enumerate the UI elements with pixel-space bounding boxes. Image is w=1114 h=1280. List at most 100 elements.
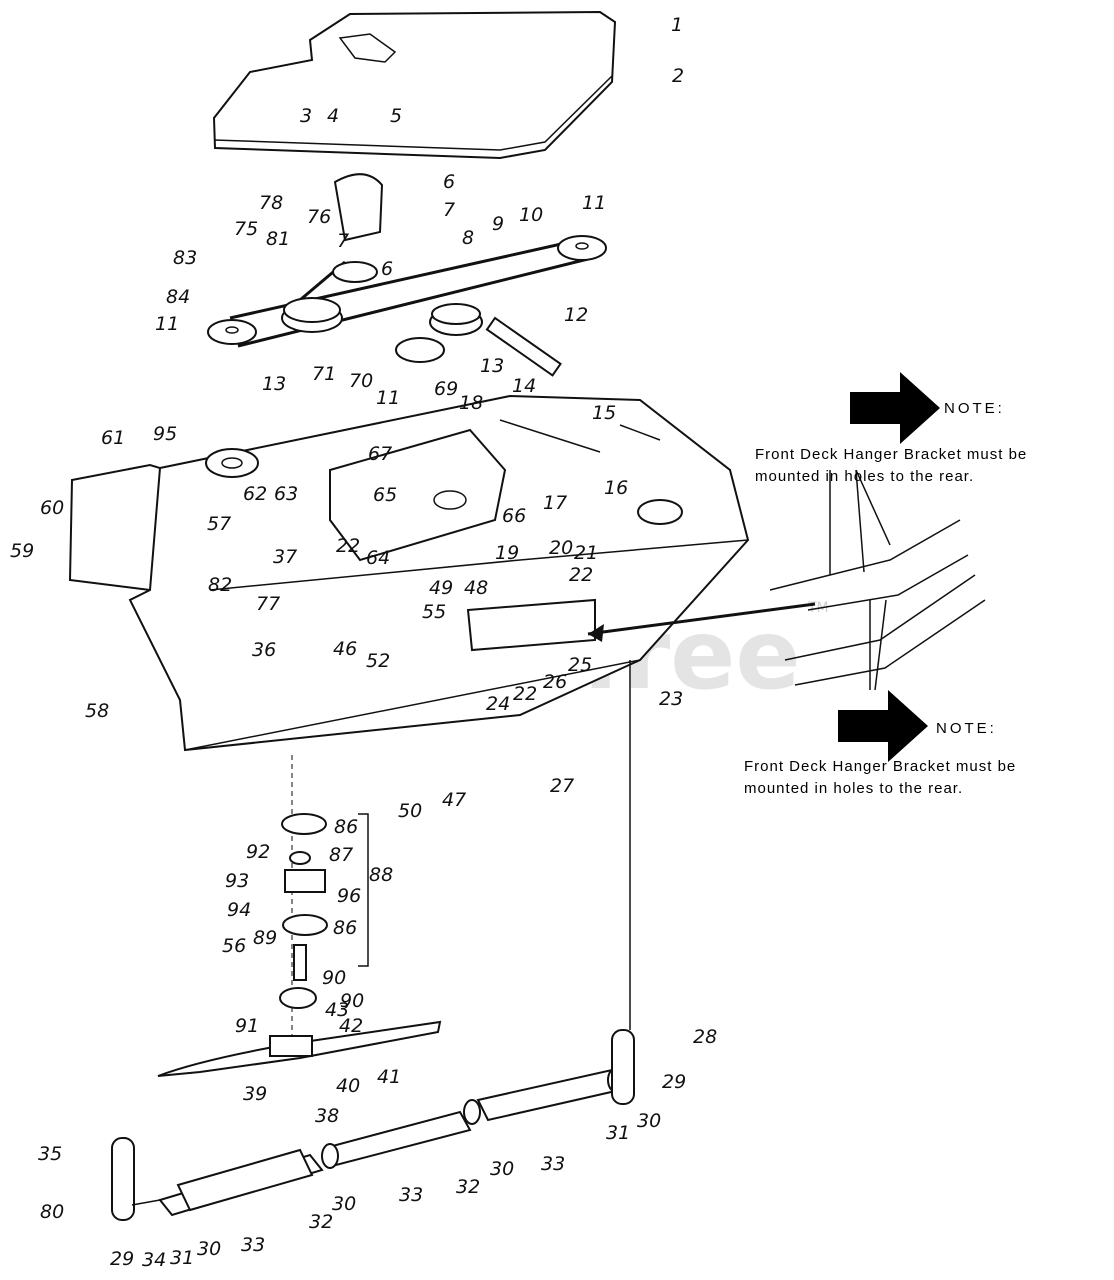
note-arrow-icon (838, 690, 928, 762)
callout: 76 (307, 206, 331, 228)
callout: 70 (349, 370, 373, 392)
callout: 35 (38, 1143, 62, 1165)
callout: 16 (604, 477, 628, 499)
callout: 78 (259, 192, 283, 214)
callout: 92 (246, 841, 270, 863)
callout: 11 (582, 192, 606, 214)
callout: 25 (568, 654, 592, 676)
callout: 57 (207, 513, 231, 535)
note-arrow-icon (850, 372, 940, 444)
callout: 39 (243, 1083, 267, 1105)
callout: 30 (332, 1193, 356, 1215)
callout: 7 (443, 199, 455, 221)
callout: 90 (322, 967, 346, 989)
callout: 60 (40, 497, 64, 519)
callout: 81 (266, 228, 290, 250)
callout: 95 (153, 423, 177, 445)
callout: 65 (373, 484, 397, 506)
callout: 66 (502, 505, 526, 527)
callout: 6 (443, 171, 455, 193)
callout: 63 (274, 483, 298, 505)
callout: 83 (173, 247, 197, 269)
callout: 22 (569, 564, 593, 586)
callout: 56 (222, 935, 246, 957)
callout: 30 (197, 1238, 221, 1260)
note-2-line-1: Front Deck Hanger Bracket must be (744, 758, 1016, 775)
callout: 27 (550, 775, 574, 797)
callout: 26 (543, 671, 567, 693)
callout: 33 (241, 1234, 265, 1256)
callout: 13 (262, 373, 286, 395)
callout: 18 (459, 392, 483, 414)
note-1-line-2: mounted in holes to the rear. (755, 468, 974, 485)
note-1-line-1: Front Deck Hanger Bracket must be (755, 446, 1027, 463)
inset-detail (587, 372, 986, 762)
callout: 4 (327, 105, 339, 127)
callout: 61 (101, 427, 125, 449)
callout: 11 (376, 387, 400, 409)
callout: 3 (300, 105, 312, 127)
callout: 55 (422, 601, 446, 623)
callout: 32 (456, 1176, 480, 1198)
callout: 86 (334, 816, 358, 838)
callout: 12 (564, 304, 588, 326)
callout: 80 (40, 1201, 64, 1223)
callout: 20 (549, 537, 573, 559)
callout: 58 (85, 700, 109, 722)
callout: 13 (480, 355, 504, 377)
callout: 30 (490, 1158, 514, 1180)
callout: 17 (543, 492, 567, 514)
callout: 59 (10, 540, 34, 562)
deck-cover (212, 10, 617, 160)
callout: 67 (368, 443, 392, 465)
callout: 29 (110, 1248, 134, 1270)
callout: 69 (434, 378, 458, 400)
callout: 11 (155, 313, 179, 335)
blade (157, 1020, 442, 1077)
callout: 77 (256, 593, 280, 615)
callout: 38 (315, 1105, 339, 1127)
callout: 19 (495, 542, 519, 564)
callout: 48 (464, 577, 488, 599)
callout: 21 (574, 542, 598, 564)
note-2-line-2: mounted in holes to the rear. (744, 780, 963, 797)
callout: 22 (336, 535, 360, 557)
callout: 47 (442, 789, 466, 811)
note-2-heading: NOTE: (936, 720, 997, 737)
callout: 93 (225, 870, 249, 892)
callout: 94 (227, 899, 251, 921)
callout: 22 (513, 683, 537, 705)
callout: 36 (252, 639, 276, 661)
callout: 96 (337, 885, 361, 907)
callout: 37 (273, 546, 297, 568)
callout: 8 (462, 227, 474, 249)
callout: 88 (369, 864, 393, 886)
callout: 50 (398, 800, 422, 822)
callout: 32 (309, 1211, 333, 1233)
callout: 49 (429, 577, 453, 599)
callout: 7 (337, 230, 349, 252)
belt-assembly (207, 173, 607, 377)
callout: 30 (637, 1110, 661, 1132)
callout: 15 (592, 402, 616, 424)
callout: 89 (253, 927, 277, 949)
callout: 40 (336, 1075, 360, 1097)
callout: 84 (166, 286, 190, 308)
callout: 52 (366, 650, 390, 672)
callout: 14 (512, 375, 536, 397)
callout: 41 (377, 1066, 401, 1088)
mower-deck (68, 394, 750, 752)
note-1-heading: NOTE: (944, 400, 1005, 417)
callout: 9 (492, 213, 504, 235)
callout: 6 (381, 258, 393, 280)
callout: 42 (339, 1015, 363, 1037)
callout: 90 (340, 990, 364, 1012)
callout: 28 (693, 1026, 717, 1048)
callout: 1 (671, 14, 683, 36)
callout: 31 (170, 1247, 194, 1269)
callout: 29 (662, 1071, 686, 1093)
callout: 5 (390, 105, 402, 127)
callout: 64 (366, 547, 390, 569)
